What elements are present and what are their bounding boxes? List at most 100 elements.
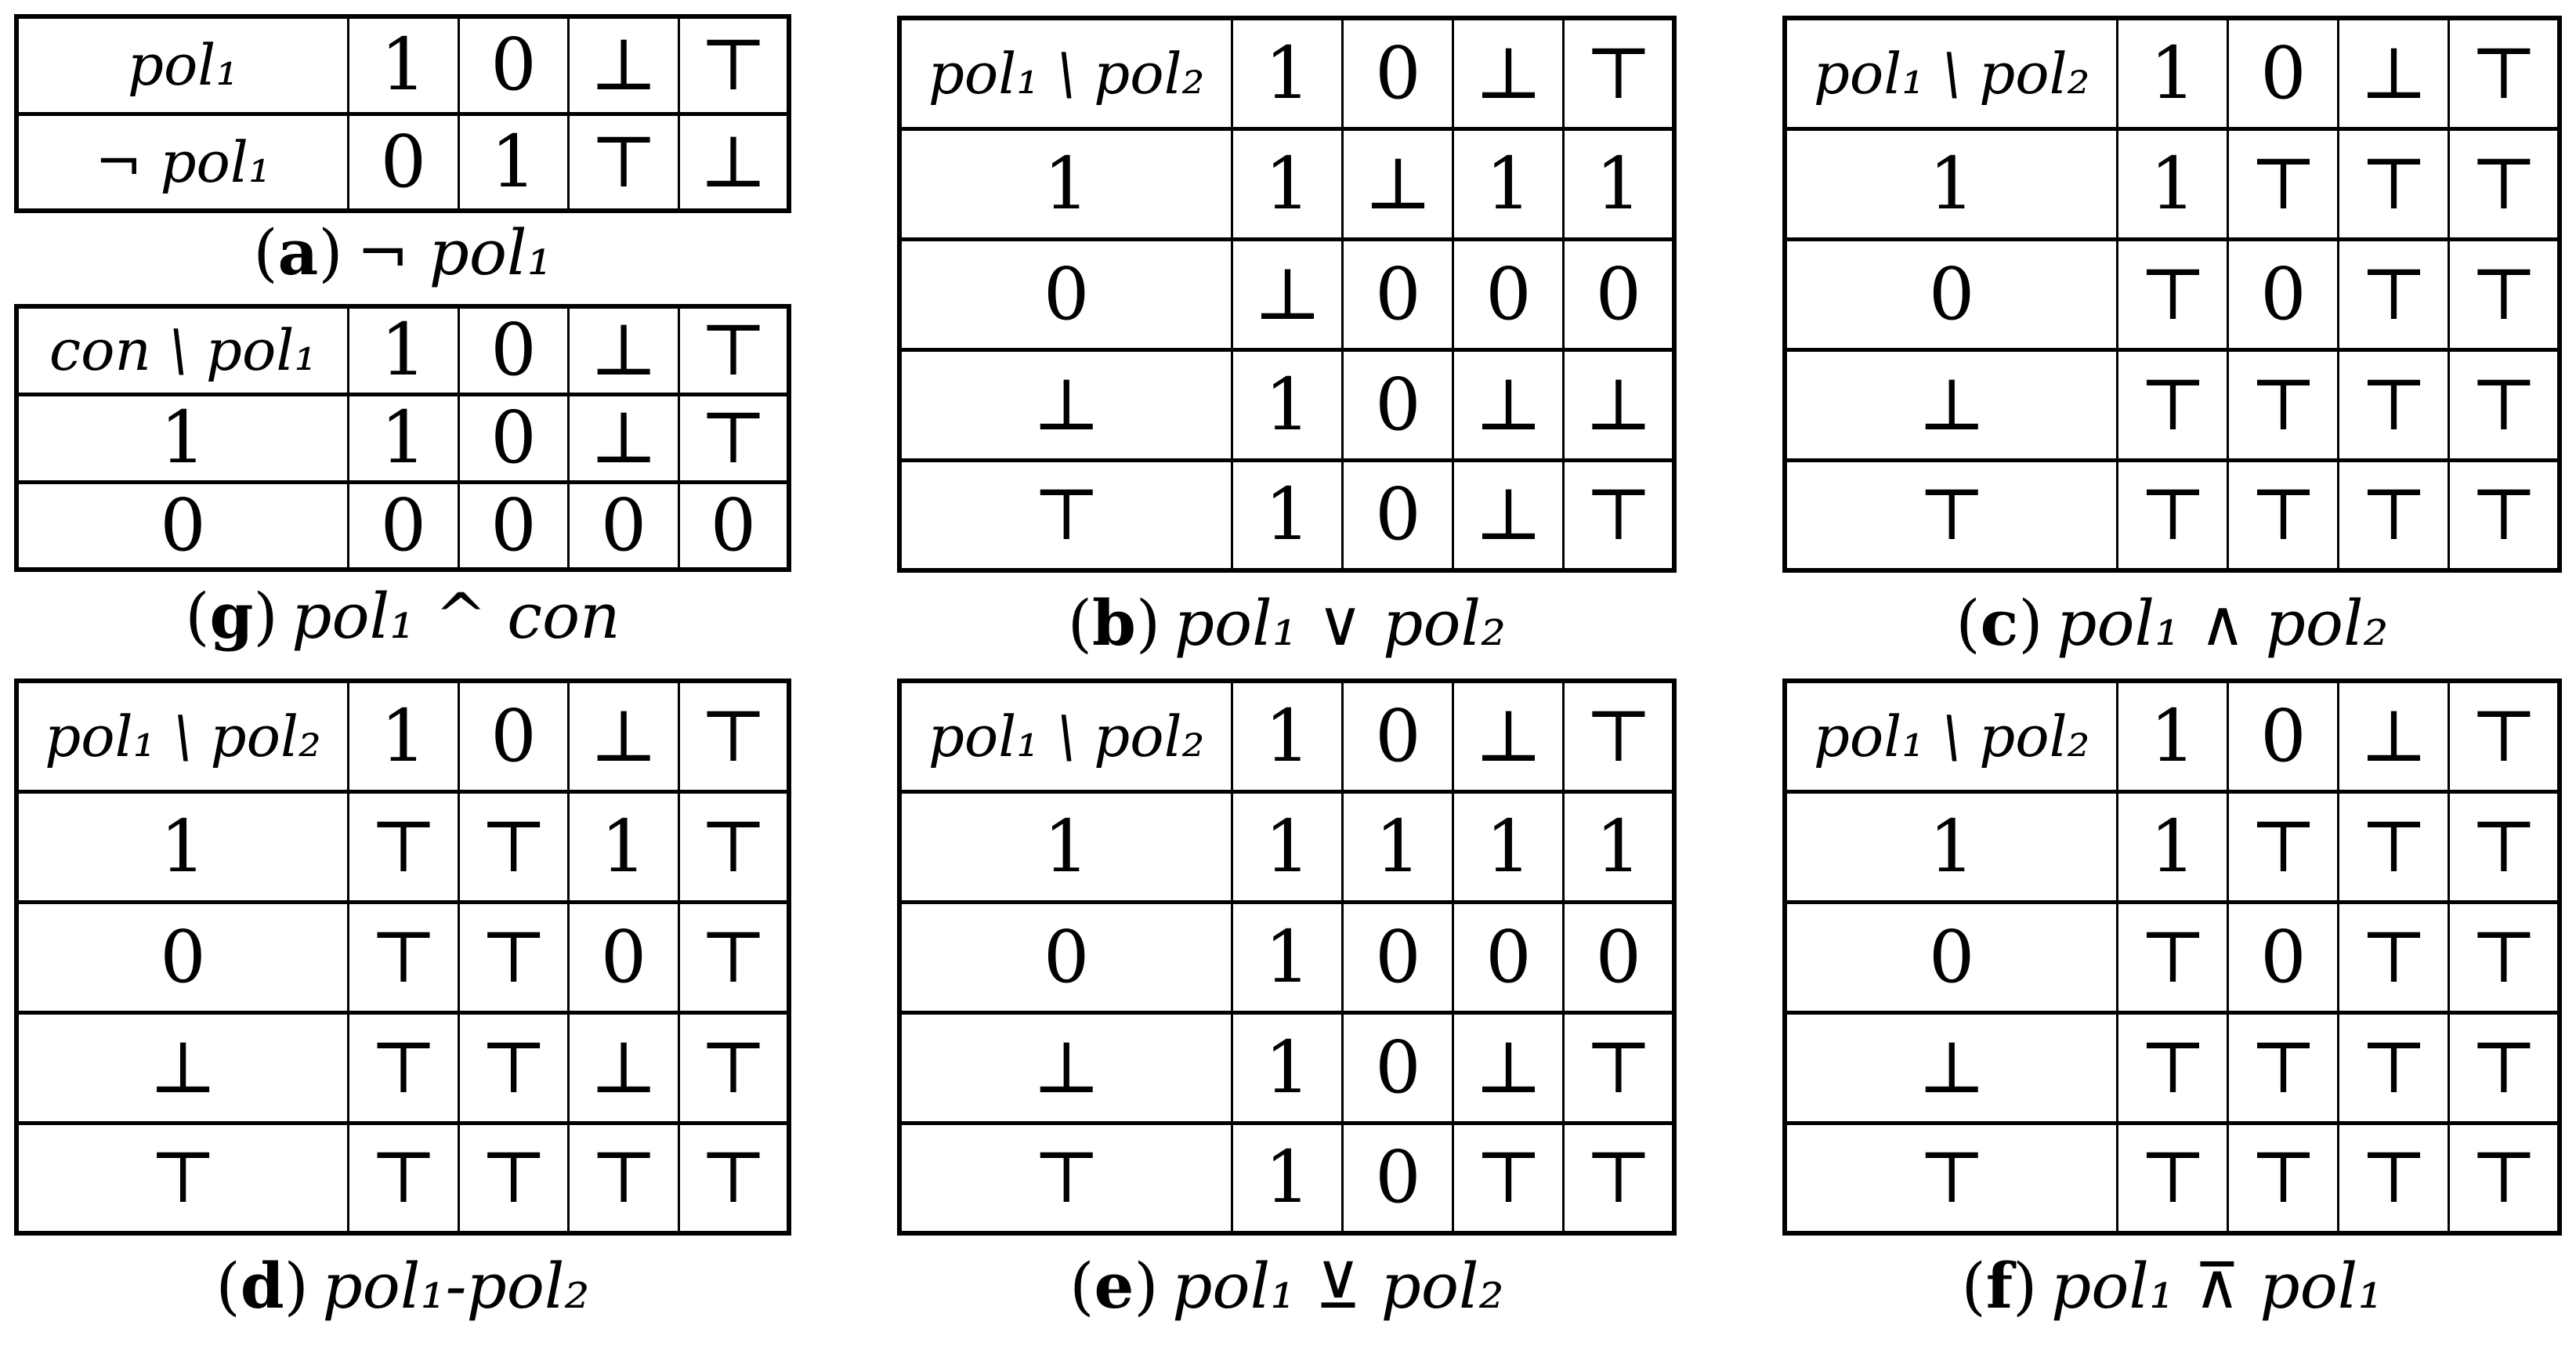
value-cell: 1 [347, 392, 460, 484]
row-label-cell: 1 [898, 789, 1234, 904]
value-cell: ⊤ [347, 1010, 460, 1125]
caption-letter: c [1980, 586, 2019, 660]
value-cell: ⊤ [2227, 789, 2340, 904]
value-cell: ⊥ [1231, 237, 1344, 352]
value-cell: 0 [1341, 458, 1455, 573]
value-cell: 1 [1452, 126, 1565, 241]
row-label-cell: 1 [15, 392, 350, 484]
value-cell: ⊤ [567, 111, 680, 213]
row-label-cell: 1 [15, 789, 350, 904]
value-cell: 0 [1341, 237, 1455, 352]
row-label-cell: ⊥ [15, 1010, 350, 1125]
caption-formula: pol₁ ^ con [291, 580, 620, 653]
row-label-cell: ⊤ [15, 1120, 350, 1236]
value-row: 0⊤⊤0⊤ [15, 899, 791, 1015]
value-cell: ⊥ [1452, 1010, 1565, 1125]
row-label-cell: 0 [15, 899, 350, 1015]
row-label-cell: ⊥ [898, 1010, 1234, 1125]
value-cell: 0 [1452, 899, 1565, 1015]
value-row: 1⊤⊤1⊤ [15, 789, 791, 904]
value-cell: 0 [567, 479, 680, 572]
value-cell: 1 [1231, 347, 1344, 462]
value-cell: ⊥ [567, 392, 680, 484]
column-header-cell: 0 [1341, 678, 1455, 794]
value-cell: 0 [1341, 347, 1455, 462]
value-cell: ⊤ [2448, 458, 2561, 573]
value-cell: ⊤ [2227, 347, 2340, 462]
value-cell: 1 [1231, 458, 1344, 573]
column-header-cell: ⊥ [2337, 16, 2451, 131]
column-header-cell: ⊤ [1562, 678, 1676, 794]
value-cell: ⊤ [2448, 237, 2561, 352]
value-cell: 0 [2227, 899, 2340, 1015]
value-cell: ⊥ [677, 111, 791, 213]
value-cell: ⊥ [1562, 347, 1676, 462]
caption-e: (e)pol₁ ⊻ pol₂ [897, 1254, 1677, 1318]
value-cell: ⊤ [2448, 789, 2561, 904]
row-label-cell: 0 [15, 479, 350, 572]
column-header-cell: 0 [457, 14, 570, 116]
corner-label-cell: pol₁ \ pol₂ [15, 678, 350, 794]
row-label-cell: ⊤ [898, 1120, 1234, 1236]
value-cell: ⊤ [2227, 1120, 2340, 1236]
column-header-cell: ⊤ [677, 304, 791, 396]
column-header-cell: 1 [347, 678, 460, 794]
caption-paren-close: ) [2018, 587, 2043, 660]
caption-paren-close: ) [284, 1250, 309, 1323]
row-label-cell: 0 [898, 899, 1234, 1015]
value-cell: ⊤ [2116, 899, 2230, 1015]
value-cell: ⊤ [677, 789, 791, 904]
value-row: ⊤⊤⊤⊤⊤ [1783, 1120, 2561, 1236]
corner-label-cell: pol₁ \ pol₂ [898, 678, 1234, 794]
column-header-cell: ⊤ [677, 14, 791, 116]
corner-label-cell: pol₁ \ pol₂ [1783, 678, 2119, 794]
value-cell: ⊤ [1562, 1010, 1676, 1125]
column-header-cell: 0 [2227, 678, 2340, 794]
value-cell: ⊤ [2116, 1010, 2230, 1125]
value-cell: ⊤ [2448, 347, 2561, 462]
row-label-cell: ⊥ [1783, 347, 2119, 462]
value-cell: 0 [347, 111, 460, 213]
value-cell: 0 [567, 899, 680, 1015]
caption-paren-open: ( [215, 1250, 241, 1323]
value-cell: 0 [1341, 1010, 1455, 1125]
caption-letter: g [209, 579, 254, 653]
value-cell: ⊥ [567, 1010, 680, 1125]
caption-formula: ¬ pol₁ [356, 216, 552, 289]
value-cell: 1 [1231, 1120, 1344, 1236]
value-cell: 0 [1562, 899, 1676, 1015]
column-header-cell: 0 [2227, 16, 2340, 131]
value-cell: 1 [2116, 126, 2230, 241]
value-cell: ⊥ [1452, 347, 1565, 462]
caption-formula: pol₁ ⊻ pol₂ [1172, 1250, 1504, 1323]
value-cell: ⊤ [2337, 899, 2451, 1015]
value-cell: ⊤ [1562, 458, 1676, 573]
column-header-cell: 1 [347, 304, 460, 396]
caption-b: (b)pol₁ ∨ pol₂ [897, 592, 1677, 655]
value-cell: ⊤ [2448, 1120, 2561, 1236]
row-label-cell: 1 [898, 126, 1234, 241]
value-cell: ⊤ [2227, 1010, 2340, 1125]
value-cell: ⊤ [1562, 1120, 1676, 1236]
caption-g: (g)pol₁ ^ con [14, 584, 791, 648]
row-label-cell: ⊤ [898, 458, 1234, 573]
caption-paren-close: ) [253, 580, 278, 653]
column-header-cell: ⊥ [567, 304, 680, 396]
caption-formula: pol₁ ∨ pol₂ [1174, 587, 1507, 660]
column-header-cell: 1 [1231, 16, 1344, 131]
row-label-cell: ⊥ [898, 347, 1234, 462]
